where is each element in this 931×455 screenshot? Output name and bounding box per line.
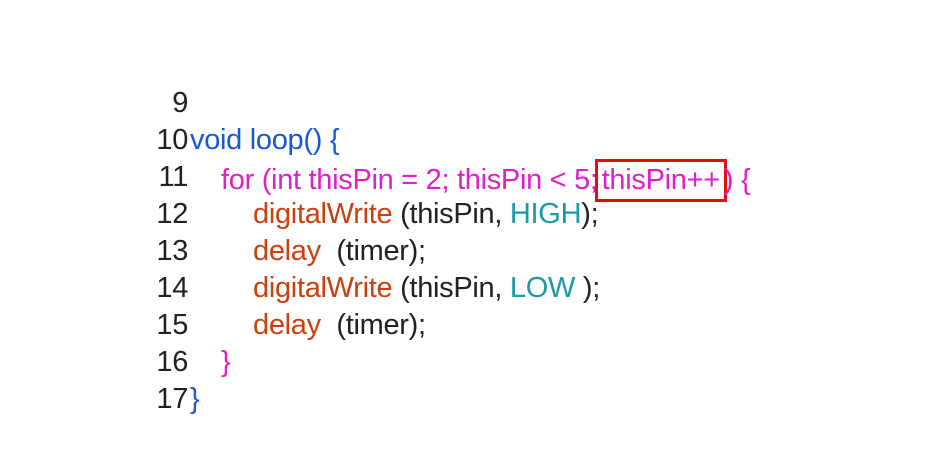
line-number: 11 <box>158 161 189 193</box>
close-paren: ); <box>581 198 599 230</box>
for-loop-header: for (int thisPin = 2; thisPin < 5; <box>221 164 598 196</box>
delay-call: delay (timer); <box>253 307 426 344</box>
constant-low: LOW <box>509 272 576 304</box>
function-name: delay <box>253 235 321 267</box>
delay-call: delay (timer); <box>253 233 426 270</box>
open-paren: ( <box>400 198 410 230</box>
line-number: 10 <box>156 124 189 156</box>
argument: thisPin, <box>409 272 510 304</box>
argument: thisPin, <box>409 198 510 230</box>
close-paren: ); <box>575 272 600 304</box>
code-line-13: 13 digitalWrite (thisPin, LOW ); <box>0 196 600 304</box>
line-number: 15 <box>156 309 189 341</box>
code-line-14: 14 delay (timer); <box>0 233 426 341</box>
function-name: digitalWrite <box>253 272 393 304</box>
digitalwrite-high-call: digitalWrite (thisPin, HIGH); <box>253 196 599 233</box>
line-number: 9 <box>172 87 189 119</box>
for-loop-statement: for (int thisPin = 2; thisPin < 5;thisPi… <box>221 159 751 202</box>
line-number: 16 <box>156 346 189 378</box>
line-number: 17 <box>156 383 189 415</box>
line-number: 13 <box>156 235 189 267</box>
open-paren: ( <box>400 272 410 304</box>
for-loop-open-brace: { <box>741 164 751 196</box>
function-name: delay <box>253 309 321 341</box>
function-declaration: void loop() { <box>190 124 340 156</box>
line-number: 14 <box>156 272 189 304</box>
argument: (timer); <box>336 235 426 267</box>
code-listing: 9 void loop() { 10 for (int thisPin = 2;… <box>0 48 751 415</box>
function-close-brace: } <box>190 383 200 415</box>
code-line-9: 9 void loop() { <box>0 48 339 156</box>
line-number: 12 <box>156 198 189 230</box>
function-name: digitalWrite <box>253 198 393 230</box>
code-line-16: 16 } <box>0 307 199 415</box>
code-line-10: 10 for (int thisPin = 2; thisPin < 5;thi… <box>0 85 751 202</box>
code-line-17: 17 <box>0 344 188 415</box>
argument: (timer); <box>336 309 426 341</box>
highlighted-increment: thisPin++ <box>594 159 727 202</box>
digitalwrite-low-call: digitalWrite (thisPin, LOW ); <box>253 270 600 307</box>
code-line-15: 15 } <box>0 270 230 378</box>
code-line-11: 11 digitalWrite (thisPin, HIGH); <box>0 122 599 230</box>
code-line-12: 12 delay (timer); <box>0 159 426 267</box>
constant-high: HIGH <box>509 198 582 230</box>
for-loop-close-paren: ) <box>723 164 734 196</box>
for-loop-close-brace: } <box>221 346 231 378</box>
